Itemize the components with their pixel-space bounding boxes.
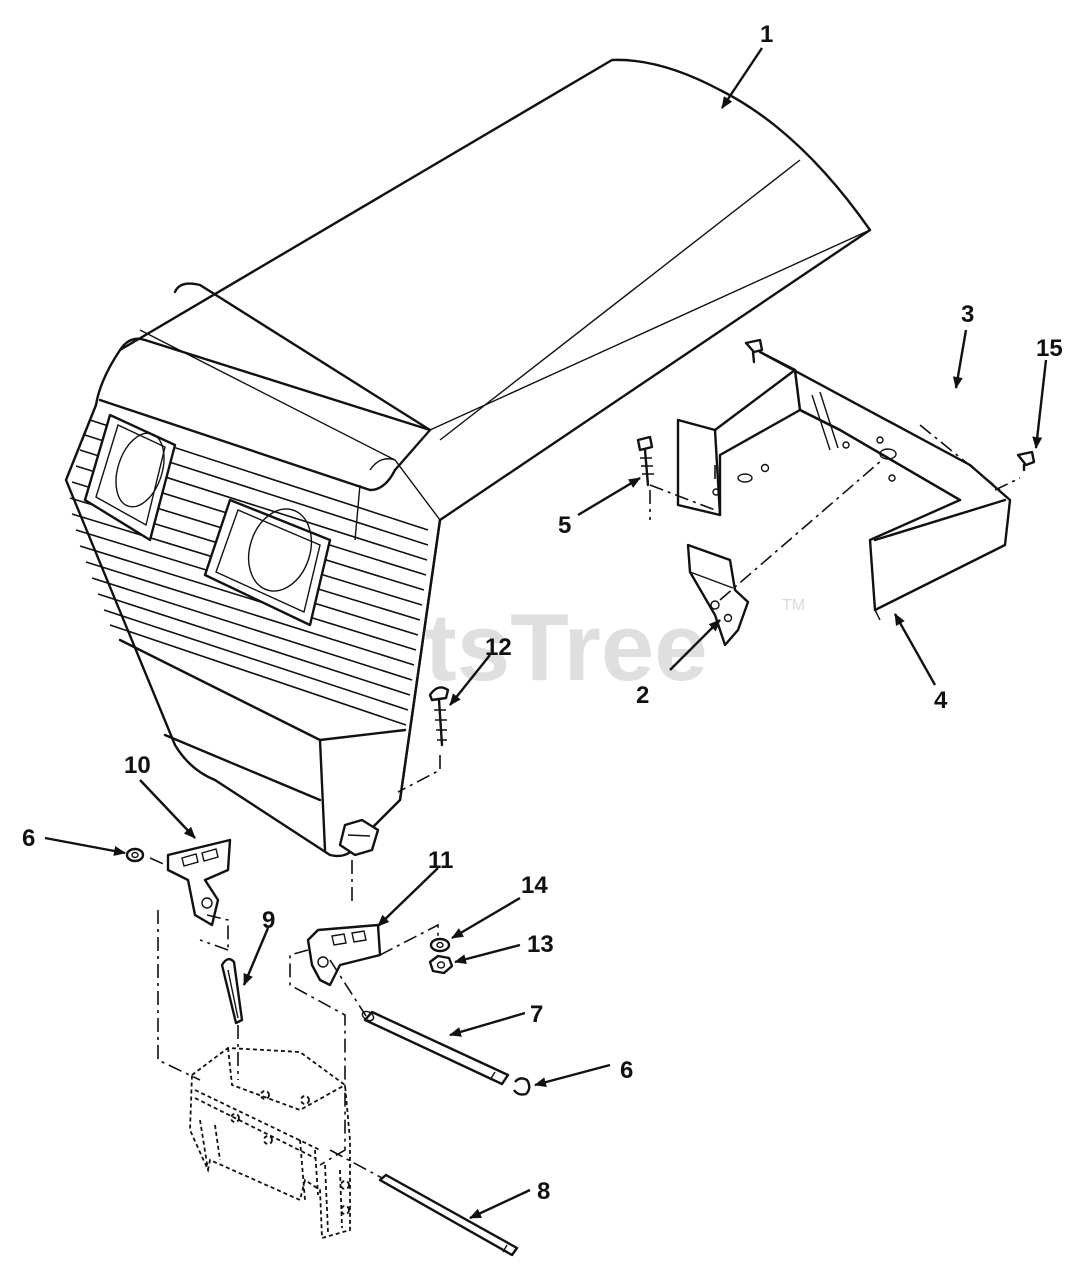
- callout-15: 15: [1036, 335, 1063, 362]
- frame-mount-reference: [189, 1047, 351, 1240]
- callout-2: 2: [636, 682, 649, 709]
- callout-4: 4: [934, 687, 948, 714]
- callout-5: 5: [558, 512, 571, 539]
- screw-part-3: [744, 338, 764, 364]
- callout-9: 9: [262, 907, 275, 934]
- washer-part-14: [429, 937, 451, 953]
- callout-12: 12: [485, 634, 512, 661]
- callout-6b: 6: [620, 1057, 633, 1084]
- callout-11: 11: [428, 847, 453, 874]
- bolt-part-5: [636, 435, 654, 487]
- callout-7: 7: [530, 1001, 543, 1028]
- washer-part-6a: [125, 847, 145, 863]
- cotter-pin-part-9: [220, 957, 244, 1025]
- nut-part-13: [428, 954, 454, 975]
- callout-8: 8: [537, 1178, 550, 1205]
- callout-6a: 6: [22, 825, 35, 852]
- callout-3: 3: [961, 301, 974, 328]
- screw-part-15: [1016, 450, 1036, 472]
- rod-part-7: [361, 1010, 510, 1086]
- callout-14: 14: [521, 872, 548, 899]
- hinge-bracket-part-10: [166, 838, 232, 927]
- clip-part-2: [686, 543, 750, 647]
- hinge-bracket-part-11: [306, 923, 382, 987]
- callout-arrows: [44, 47, 1048, 1220]
- callout-13: 13: [527, 931, 554, 958]
- pin-part-8: [378, 1173, 519, 1257]
- watermark-trademark: TM: [782, 597, 805, 614]
- callout-10: 10: [124, 752, 151, 779]
- callout-1: 1: [760, 21, 773, 48]
- eclip-part-6b: [513, 1077, 531, 1096]
- hood: [64, 58, 872, 858]
- bolt-part-12: [428, 686, 450, 747]
